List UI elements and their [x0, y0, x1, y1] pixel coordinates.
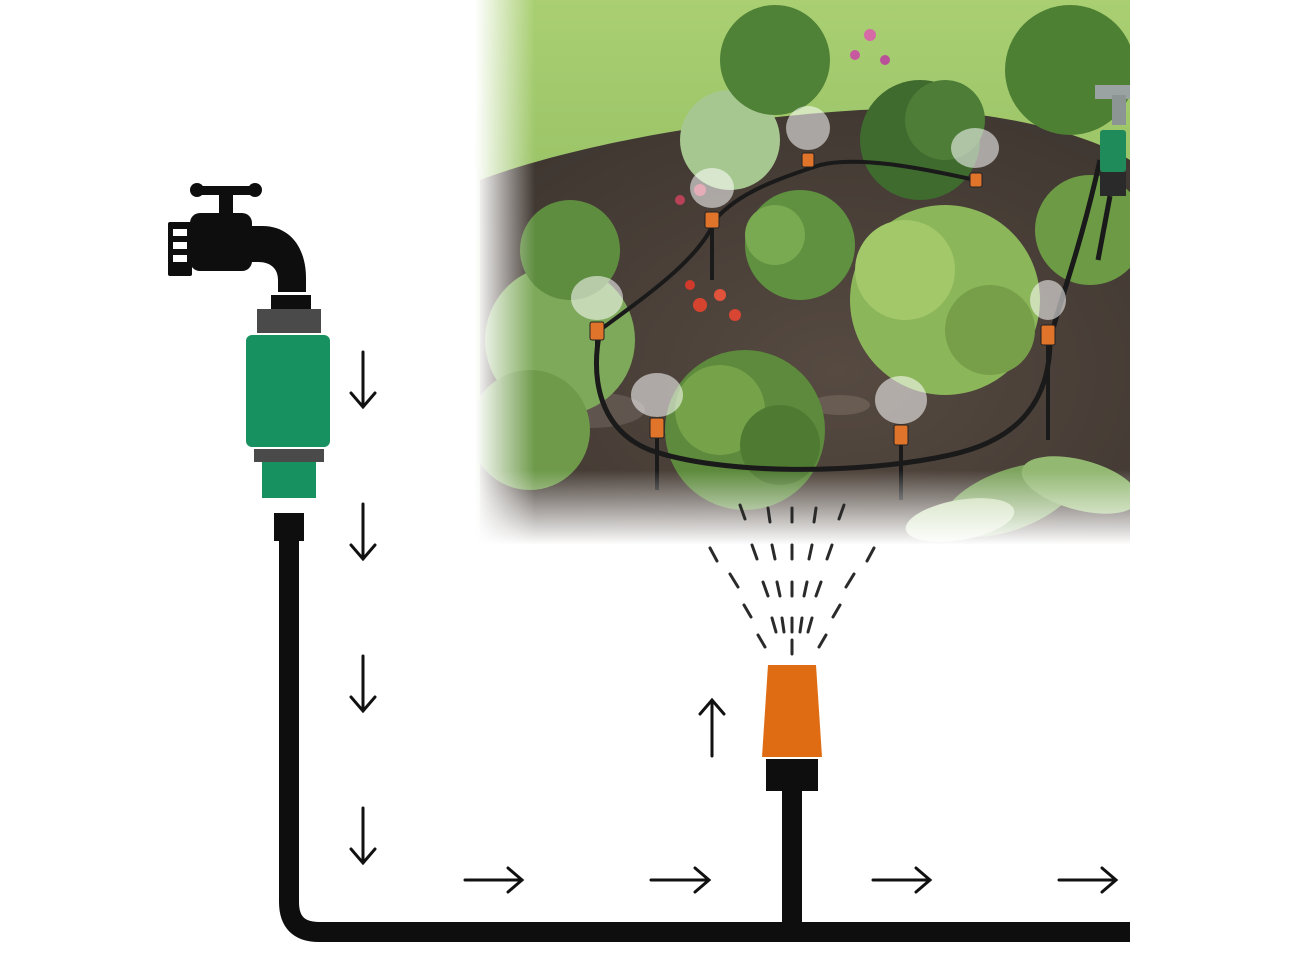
photo-tap: [1095, 85, 1130, 261]
garden-drip-irrigation-photo: [475, 0, 1130, 545]
hose: [279, 540, 1130, 942]
water-tap-icon: [168, 183, 306, 292]
spray-lines: [708, 503, 876, 656]
arrow-right-icon: [871, 866, 933, 894]
arrow-right-icon: [649, 866, 712, 894]
arrow-right-icon: [463, 866, 525, 894]
shrub: [850, 205, 1040, 395]
shrub: [745, 190, 855, 300]
arrow-down-icon: [349, 350, 377, 410]
drip-nozzle-icon: [762, 665, 822, 791]
arrow-right-icon: [1057, 866, 1119, 894]
arrow-down-icon: [349, 654, 377, 714]
photo-mist: [571, 106, 1066, 424]
quick-connector-icon: [246, 295, 330, 541]
drip-tubing: [598, 159, 976, 332]
arrow-down-icon: [349, 502, 377, 562]
arrow-down-icon: [349, 806, 377, 866]
arrow-up-icon: [698, 697, 726, 758]
shrub: [680, 5, 830, 190]
